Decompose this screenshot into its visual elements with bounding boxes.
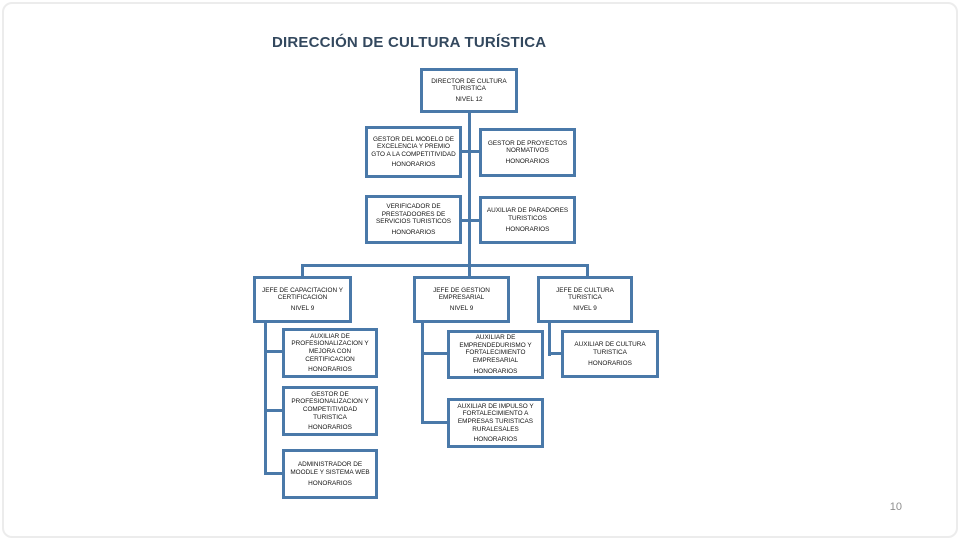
org-node-aux-emprendedurismo: AUXILIAR DE EMPRENDEDURISMO Y FORTALECIM…	[447, 330, 544, 379]
page-title: DIRECCIÓN DE CULTURA TURÍSTICA	[272, 34, 547, 51]
connector-rightcol-vline	[548, 323, 551, 356]
connector-leftcol-vline	[264, 323, 267, 475]
connector-midcol-stub2	[421, 421, 448, 424]
connector-leftcol-stub1	[264, 350, 283, 353]
connector-trunk	[468, 112, 471, 278]
node-title: AUXILIAR DE IMPULSO Y FORTALECIMIENTO A …	[457, 402, 534, 433]
node-title: AUXILIAR DE PARADORES TURISTICOS	[486, 207, 569, 222]
node-title: AUXILIAR DE CULTURA TURISTICA	[574, 341, 646, 356]
connector-row1-stub	[460, 150, 481, 153]
connector-row2-stub	[460, 219, 481, 222]
org-node-gestor-modelo: GESTOR DEL MODELO DE EXCELENCIA Y PREMIO…	[365, 126, 462, 178]
node-title: VERIFICADOR DE PRESTADOORES DE SERVICIOS…	[375, 203, 452, 226]
org-node-jefe-cultura: JEFE DE CULTURA TURISTICA NIVEL 9	[537, 276, 633, 323]
connector-rightcol-stub	[548, 352, 562, 355]
org-node-jefe-gestion: JEFE DE GESTION EMPRESARIAL NIVEL 9	[413, 276, 510, 323]
node-sub: HONORARIOS	[473, 436, 518, 444]
org-node-gestor-proyectos: GESTOR DE PROYECTOS NORMATIVOS HONORARIO…	[479, 128, 576, 177]
node-title: ADMINISTRADOR DE MOODLE Y SISTEMA WEB	[290, 461, 370, 476]
node-sub: HONORARIOS	[505, 225, 550, 233]
org-node-admin-moodle: ADMINISTRADOR DE MOODLE Y SISTEMA WEB HO…	[282, 449, 378, 499]
node-title: JEFE DE CULTURA TURISTICA	[556, 286, 614, 302]
node-title: JEFE DE CAPACITACION Y CERTIFICACION	[262, 286, 343, 302]
node-sub: HONORARIOS	[473, 367, 518, 375]
node-sub: NIVEL 9	[290, 305, 315, 313]
org-node-director: DIRECTOR DE CULTURA TURISTICA NIVEL 12	[420, 68, 518, 113]
page-number: 10	[889, 501, 902, 513]
org-node-verificador: VERIFICADOR DE PRESTADOORES DE SERVICIOS…	[365, 195, 462, 244]
org-node-jefe-capacitacion: JEFE DE CAPACITACION Y CERTIFICACION NIV…	[253, 276, 352, 323]
connector-level3-drop-left	[301, 264, 304, 276]
connector-leftcol-stub2	[264, 409, 283, 412]
node-sub: NIVEL 9	[573, 305, 597, 313]
node-title: GESTOR DE PROFESIONALIZACION Y COMPETITI…	[291, 390, 369, 421]
node-sub: NIVEL 9	[449, 305, 474, 313]
node-title: AUXILIAR DE EMPRENDEDURISMO Y FORTALECIM…	[459, 334, 532, 365]
node-sub: HONORARIOS	[308, 424, 352, 432]
connector-leftcol-stub3	[264, 472, 283, 475]
node-sub: HONORARIOS	[588, 359, 632, 367]
node-title: GESTOR DE PROYECTOS NORMATIVOS	[487, 139, 568, 155]
org-node-aux-impulso: AUXILIAR DE IMPULSO Y FORTALECIMIENTO A …	[447, 398, 544, 448]
node-sub: HONORARIOS	[308, 366, 352, 374]
node-sub: NIVEL 12	[455, 96, 483, 104]
org-node-gestor-profesionalizacion: GESTOR DE PROFESIONALIZACION Y COMPETITI…	[282, 386, 378, 436]
node-title: AUXILIAR DE PROFESIONALIZACION Y MEJORA …	[291, 332, 369, 363]
org-node-aux-paradores: AUXILIAR DE PARADORES TURISTICOS HONORAR…	[479, 196, 576, 244]
node-sub: HONORARIOS	[391, 161, 436, 169]
org-node-aux-cultura: AUXILIAR DE CULTURA TURISTICA HONORARIOS	[561, 330, 659, 378]
node-title: JEFE DE GESTION EMPRESARIAL	[433, 286, 490, 302]
connector-midcol-vline	[421, 323, 424, 424]
connector-midcol-stub1	[421, 352, 448, 355]
node-sub: HONORARIOS	[308, 479, 352, 487]
node-sub: HONORARIOS	[505, 158, 550, 166]
connector-level3-drop-right	[586, 264, 589, 276]
node-title: GESTOR DEL MODELO DE EXCELENCIA Y PREMIO…	[371, 135, 456, 158]
node-sub: HONORARIOS	[391, 228, 436, 236]
org-node-aux-profesionalizacion: AUXILIAR DE PROFESIONALIZACION Y MEJORA …	[282, 328, 378, 378]
node-title: DIRECTOR DE CULTURA TURISTICA	[431, 77, 507, 93]
connector-level3-horizontal	[301, 264, 589, 267]
